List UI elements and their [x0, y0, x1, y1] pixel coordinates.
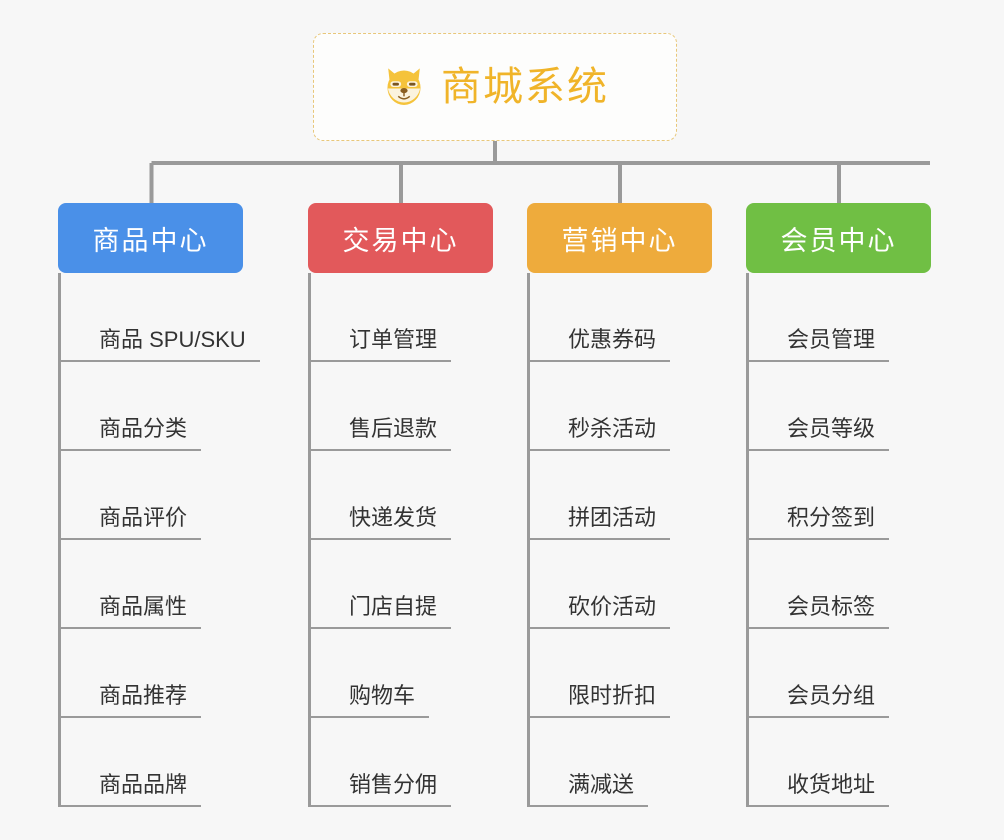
- leaf-item[interactable]: 收货地址: [749, 718, 931, 807]
- leaf-item-label: 商品 SPU/SKU: [99, 328, 260, 362]
- leaf-item[interactable]: 商品推荐: [61, 629, 243, 718]
- leaf-item[interactable]: 会员标签: [749, 540, 931, 629]
- root-node[interactable]: 商城系统: [313, 33, 677, 141]
- leaf-item-label: 会员标签: [787, 595, 890, 629]
- leaf-item[interactable]: 秒杀活动: [530, 362, 712, 451]
- leaf-connector-tick: [311, 360, 357, 362]
- leaf-item[interactable]: 商品 SPU/SKU: [61, 273, 260, 362]
- leaf-connector-tick: [311, 716, 357, 718]
- leaf-item[interactable]: 拼团活动: [530, 451, 712, 540]
- leaf-item-label: 商品推荐: [99, 684, 202, 718]
- leaf-connector-tick: [61, 716, 107, 718]
- leaf-item[interactable]: 会员分组: [749, 629, 931, 718]
- leaf-item[interactable]: 销售分佣: [311, 718, 493, 807]
- leaf-connector-tick: [530, 449, 576, 451]
- leaf-item[interactable]: 订单管理: [311, 273, 493, 362]
- root-title: 商城系统: [441, 65, 609, 109]
- branch-column: 商品中心商品 SPU/SKU 商品分类商品评价商品属性商品推荐商品品牌: [58, 203, 260, 807]
- leaf-item[interactable]: 优惠券码: [530, 273, 712, 362]
- leaf-item[interactable]: 购物车: [311, 629, 493, 718]
- branch-header-2[interactable]: 营销中心: [527, 203, 712, 273]
- leaf-connector-tick: [749, 538, 795, 540]
- leaf-connector-tick: [530, 805, 576, 807]
- leaf-connector-tick: [311, 538, 357, 540]
- leaf-connector-tick: [61, 360, 107, 362]
- leaf-item-label: 快递发货: [349, 506, 452, 540]
- leaf-item-label: 收货地址: [787, 773, 890, 807]
- leaf-connector-tick: [61, 538, 107, 540]
- leaf-item[interactable]: 快递发货: [311, 451, 493, 540]
- leaf-item-label: 商品品牌: [99, 773, 202, 807]
- leaf-connector-tick: [530, 360, 576, 362]
- leaf-item-label: 限时折扣: [568, 684, 671, 718]
- leaf-item[interactable]: 商品评价: [61, 451, 243, 540]
- leaf-connector-tick: [530, 538, 576, 540]
- leaf-item[interactable]: 商品分类: [61, 362, 243, 451]
- leaf-item[interactable]: 积分签到: [749, 451, 931, 540]
- leaf-connector-tick: [749, 360, 795, 362]
- leaf-connector-tick: [61, 805, 107, 807]
- leaf-item-label: 购物车: [349, 684, 430, 718]
- leaf-item-label: 商品评价: [99, 506, 202, 540]
- branch-item-list: 订单管理售后退款快递发货门店自提购物车销售分佣: [308, 273, 493, 807]
- leaf-item-label: 会员管理: [787, 328, 890, 362]
- branch-column: 交易中心订单管理售后退款快递发货门店自提购物车销售分佣: [308, 203, 493, 807]
- leaf-connector-tick: [530, 716, 576, 718]
- branch-item-list: 会员管理会员等级积分签到会员标签会员分组收货地址: [746, 273, 931, 807]
- leaf-item[interactable]: 限时折扣: [530, 629, 712, 718]
- leaf-item[interactable]: 商品品牌: [61, 718, 243, 807]
- leaf-item-label: 商品分类: [99, 417, 202, 451]
- leaf-item-label: 拼团活动: [568, 506, 671, 540]
- leaf-connector-tick: [61, 627, 107, 629]
- branch-item-list: 商品 SPU/SKU 商品分类商品评价商品属性商品推荐商品品牌: [58, 273, 260, 807]
- leaf-connector-tick: [311, 805, 357, 807]
- leaf-item-label: 满减送: [568, 773, 649, 807]
- leaf-item-label: 会员等级: [787, 417, 890, 451]
- leaf-item[interactable]: 售后退款: [311, 362, 493, 451]
- leaf-item-label: 销售分佣: [349, 773, 452, 807]
- leaf-connector-tick: [749, 716, 795, 718]
- branch-header-0[interactable]: 商品中心: [58, 203, 243, 273]
- leaf-item[interactable]: 满减送: [530, 718, 712, 807]
- leaf-item-label: 商品属性: [99, 595, 202, 629]
- branch-header-3[interactable]: 会员中心: [746, 203, 931, 273]
- leaf-item[interactable]: 会员管理: [749, 273, 931, 362]
- leaf-item-label: 订单管理: [349, 328, 452, 362]
- leaf-item[interactable]: 门店自提: [311, 540, 493, 629]
- leaf-item-label: 售后退款: [349, 417, 452, 451]
- leaf-item-label: 秒杀活动: [568, 417, 671, 451]
- leaf-item-label: 积分签到: [787, 506, 890, 540]
- leaf-item[interactable]: 砍价活动: [530, 540, 712, 629]
- leaf-connector-tick: [749, 627, 795, 629]
- leaf-connector-tick: [311, 627, 357, 629]
- leaf-item-label: 优惠券码: [568, 328, 671, 362]
- leaf-connector-tick: [749, 449, 795, 451]
- leaf-item[interactable]: 商品属性: [61, 540, 243, 629]
- branch-item-list: 优惠券码秒杀活动拼团活动砍价活动限时折扣满减送: [527, 273, 712, 807]
- leaf-item-label: 会员分组: [787, 684, 890, 718]
- branch-header-1[interactable]: 交易中心: [308, 203, 493, 273]
- leaf-item[interactable]: 会员等级: [749, 362, 931, 451]
- branch-column: 会员中心会员管理会员等级积分签到会员标签会员分组收货地址: [746, 203, 931, 807]
- leaf-item-label: 门店自提: [349, 595, 452, 629]
- branch-column: 营销中心优惠券码秒杀活动拼团活动砍价活动限时折扣满减送: [527, 203, 712, 807]
- leaf-connector-tick: [749, 805, 795, 807]
- leaf-connector-tick: [61, 449, 107, 451]
- shiba-dog-face-icon: [387, 68, 421, 105]
- leaf-connector-tick: [311, 449, 357, 451]
- leaf-item-label: 砍价活动: [568, 595, 671, 629]
- leaf-connector-tick: [530, 627, 576, 629]
